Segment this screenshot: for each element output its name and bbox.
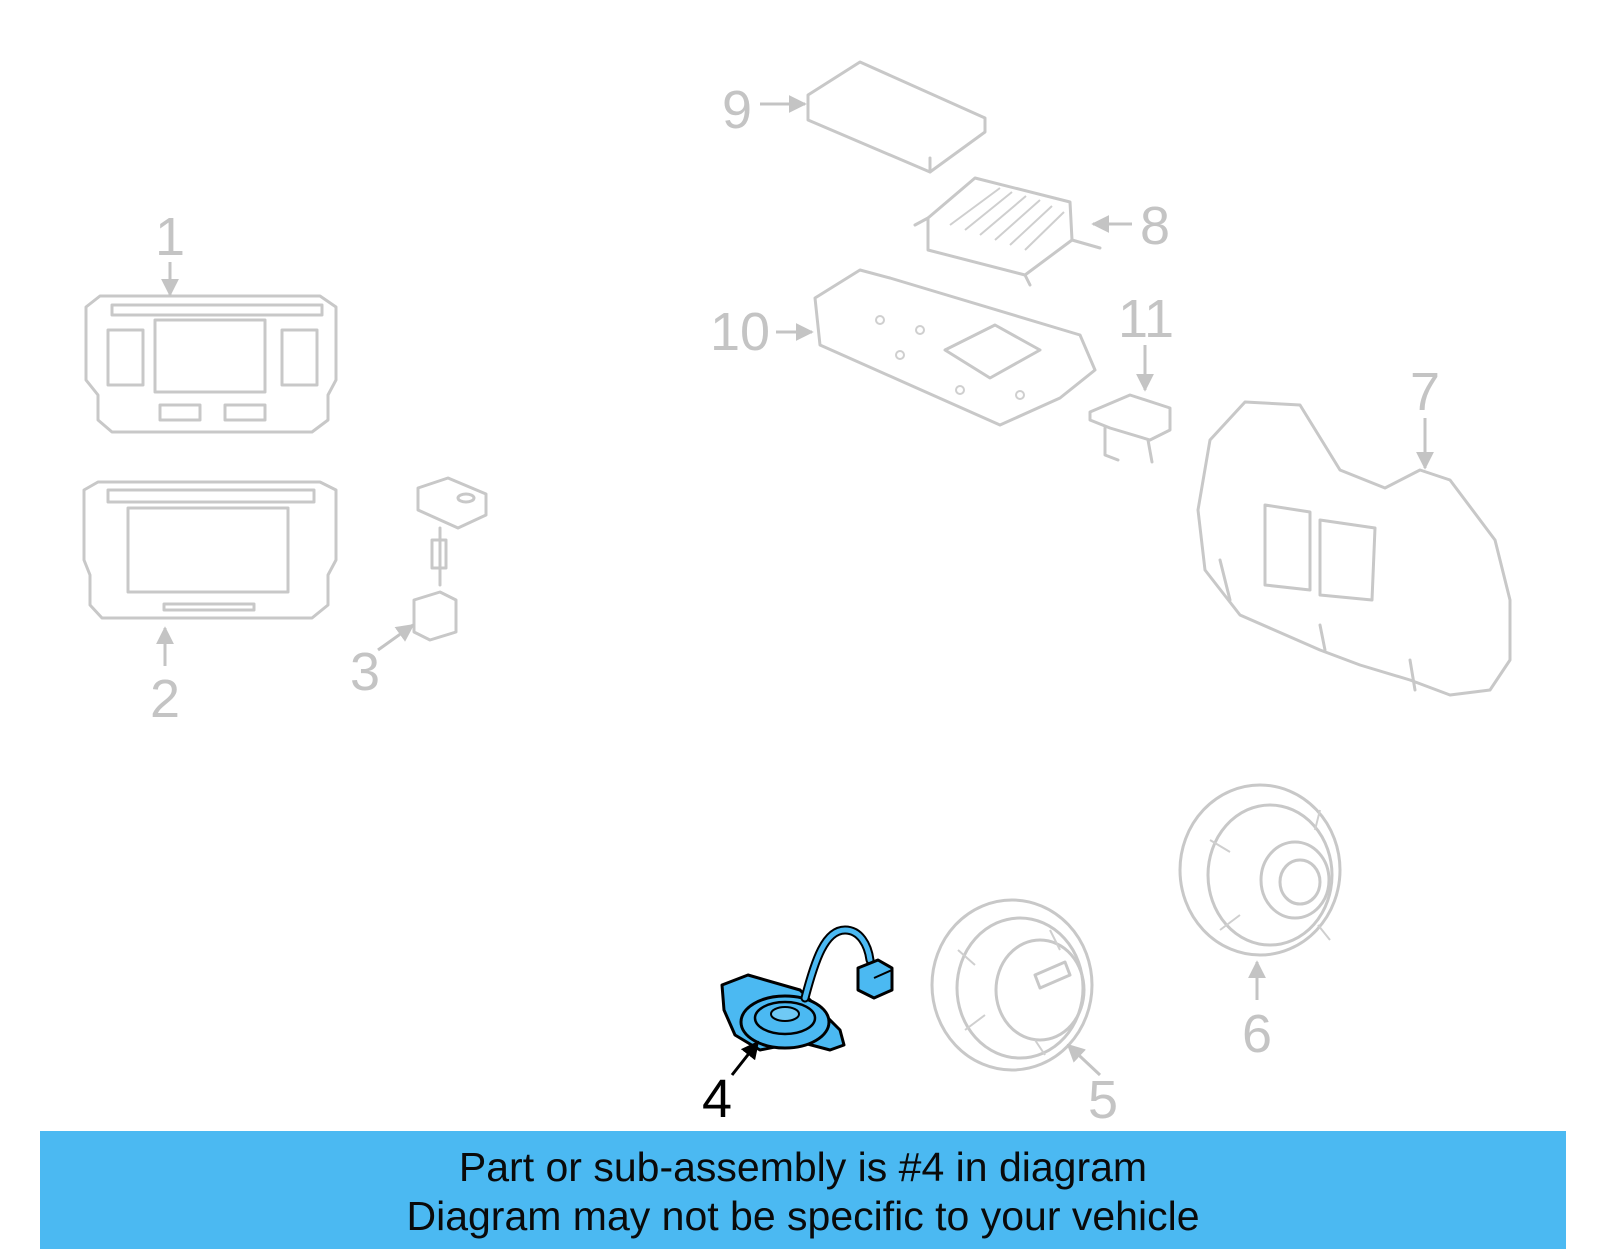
part-11-bracket — [1088, 393, 1172, 464]
part-10-mounting-plate — [813, 268, 1097, 427]
callout-4: 4 — [702, 1040, 760, 1129]
part-1-radio-unit — [84, 294, 338, 434]
callout-8: 8 — [1091, 196, 1170, 256]
svg-text:9: 9 — [722, 80, 752, 140]
part-8-amplifier — [913, 176, 1102, 287]
part-7-panel — [1196, 400, 1512, 697]
callout-3: 3 — [350, 623, 415, 702]
svg-text:3: 3 — [350, 642, 380, 702]
part-6-speaker — [1178, 783, 1342, 957]
callout-9: 9 — [722, 80, 807, 140]
svg-text:4: 4 — [702, 1069, 732, 1129]
callout-6: 6 — [1242, 960, 1272, 1064]
svg-text:5: 5 — [1088, 1070, 1118, 1130]
part-2-display-unit — [82, 480, 338, 620]
banner-line-2: Diagram may not be specific to your vehi… — [406, 1193, 1200, 1239]
svg-text:11: 11 — [1118, 289, 1174, 349]
part-3-connector — [412, 476, 488, 642]
callout-1: 1 — [155, 207, 185, 297]
banner-line-1: Part or sub-assembly is #4 in diagram — [458, 1144, 1148, 1190]
callout-2: 2 — [150, 626, 180, 729]
part-4-microphone[interactable] — [720, 925, 894, 1052]
svg-text:6: 6 — [1242, 1004, 1272, 1064]
svg-text:10: 10 — [710, 302, 770, 362]
part-5-speaker — [930, 898, 1094, 1072]
callout-7: 7 — [1410, 362, 1440, 470]
callout-10: 10 — [710, 302, 814, 362]
svg-text:2: 2 — [150, 669, 180, 729]
svg-text:7: 7 — [1410, 362, 1440, 422]
info-banner: Part or sub-assembly is #4 in diagram Di… — [40, 1131, 1566, 1249]
callout-11: 11 — [1118, 289, 1174, 392]
callout-5: 5 — [1066, 1043, 1118, 1130]
svg-text:1: 1 — [155, 207, 185, 267]
svg-text:8: 8 — [1140, 196, 1170, 256]
part-9-cover — [806, 60, 987, 174]
